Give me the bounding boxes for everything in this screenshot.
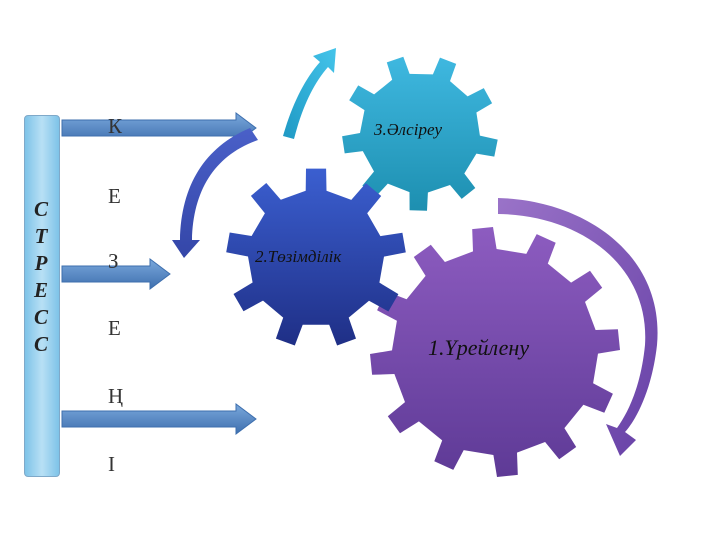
gear-label-resistance: 2.Төзімділік [255,247,342,266]
stress-letter: С [33,332,48,356]
stress-letter: С [33,305,48,329]
stress-letter: С [33,197,48,221]
stage-letter: І [108,452,115,476]
gear-label-anxiety: 1.Үрейлену [428,335,530,360]
arrow-right-middle [61,258,171,290]
arrow-right-top [61,112,257,144]
stress-letter: Т [34,224,48,248]
gear-weakening [342,56,498,211]
stage-letter: К [108,114,123,138]
gear-label-weakening: 3.Әлсіреу [374,120,443,139]
curved-arrow-right [498,198,658,456]
stress-letter: Е [33,278,48,302]
stage-letter: Е [108,316,121,340]
stage-letter: Е [108,184,121,208]
curved-arrow-left [172,128,258,258]
stress-bar [24,115,60,477]
gear-anxiety [370,227,620,477]
stress-letter: Р [34,251,48,275]
curved-arrow-top [283,48,336,139]
arrow-right-bottom [61,403,257,435]
stage-letter: Ң [108,384,124,408]
gear-resistance [226,168,406,346]
stage-letter: З [108,249,119,273]
stress-word: С Т Р Е С С [24,196,58,358]
